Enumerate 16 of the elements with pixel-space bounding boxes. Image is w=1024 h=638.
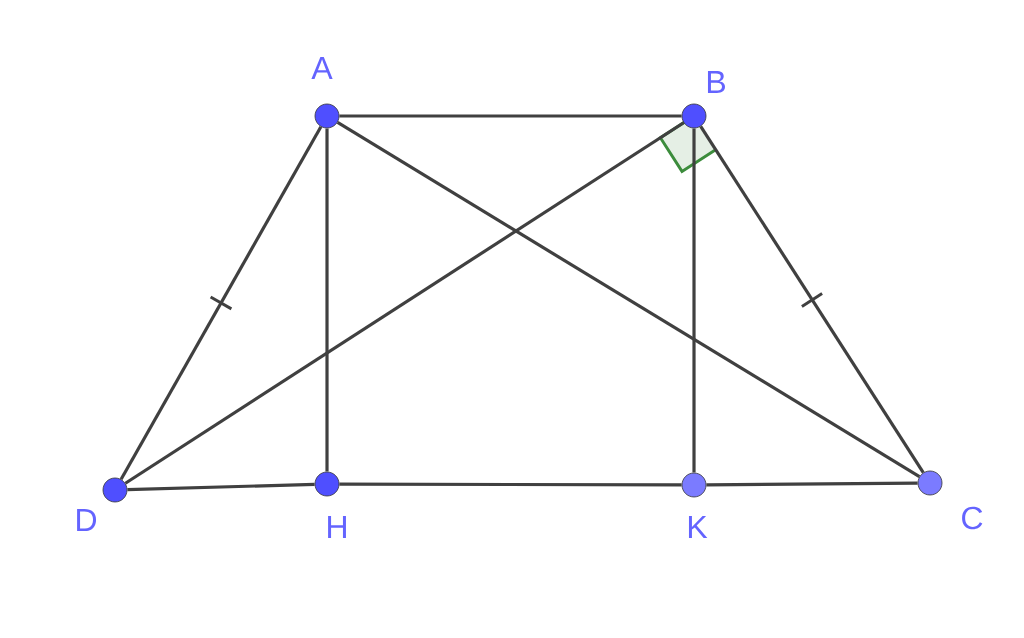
point-label: K	[688, 516, 708, 538]
segment	[119, 126, 323, 480]
segment	[336, 121, 921, 478]
point-label: H	[328, 516, 346, 538]
segment	[325, 128, 329, 472]
point-label: A	[311, 57, 333, 79]
segment	[706, 481, 918, 487]
point-label: B	[707, 71, 725, 93]
segment	[124, 121, 685, 485]
segment	[692, 128, 696, 473]
point-label: C	[962, 506, 983, 530]
point-label: D	[77, 509, 97, 531]
segment	[339, 114, 682, 118]
segment	[127, 482, 315, 492]
segment	[339, 482, 682, 487]
segment	[699, 125, 925, 474]
